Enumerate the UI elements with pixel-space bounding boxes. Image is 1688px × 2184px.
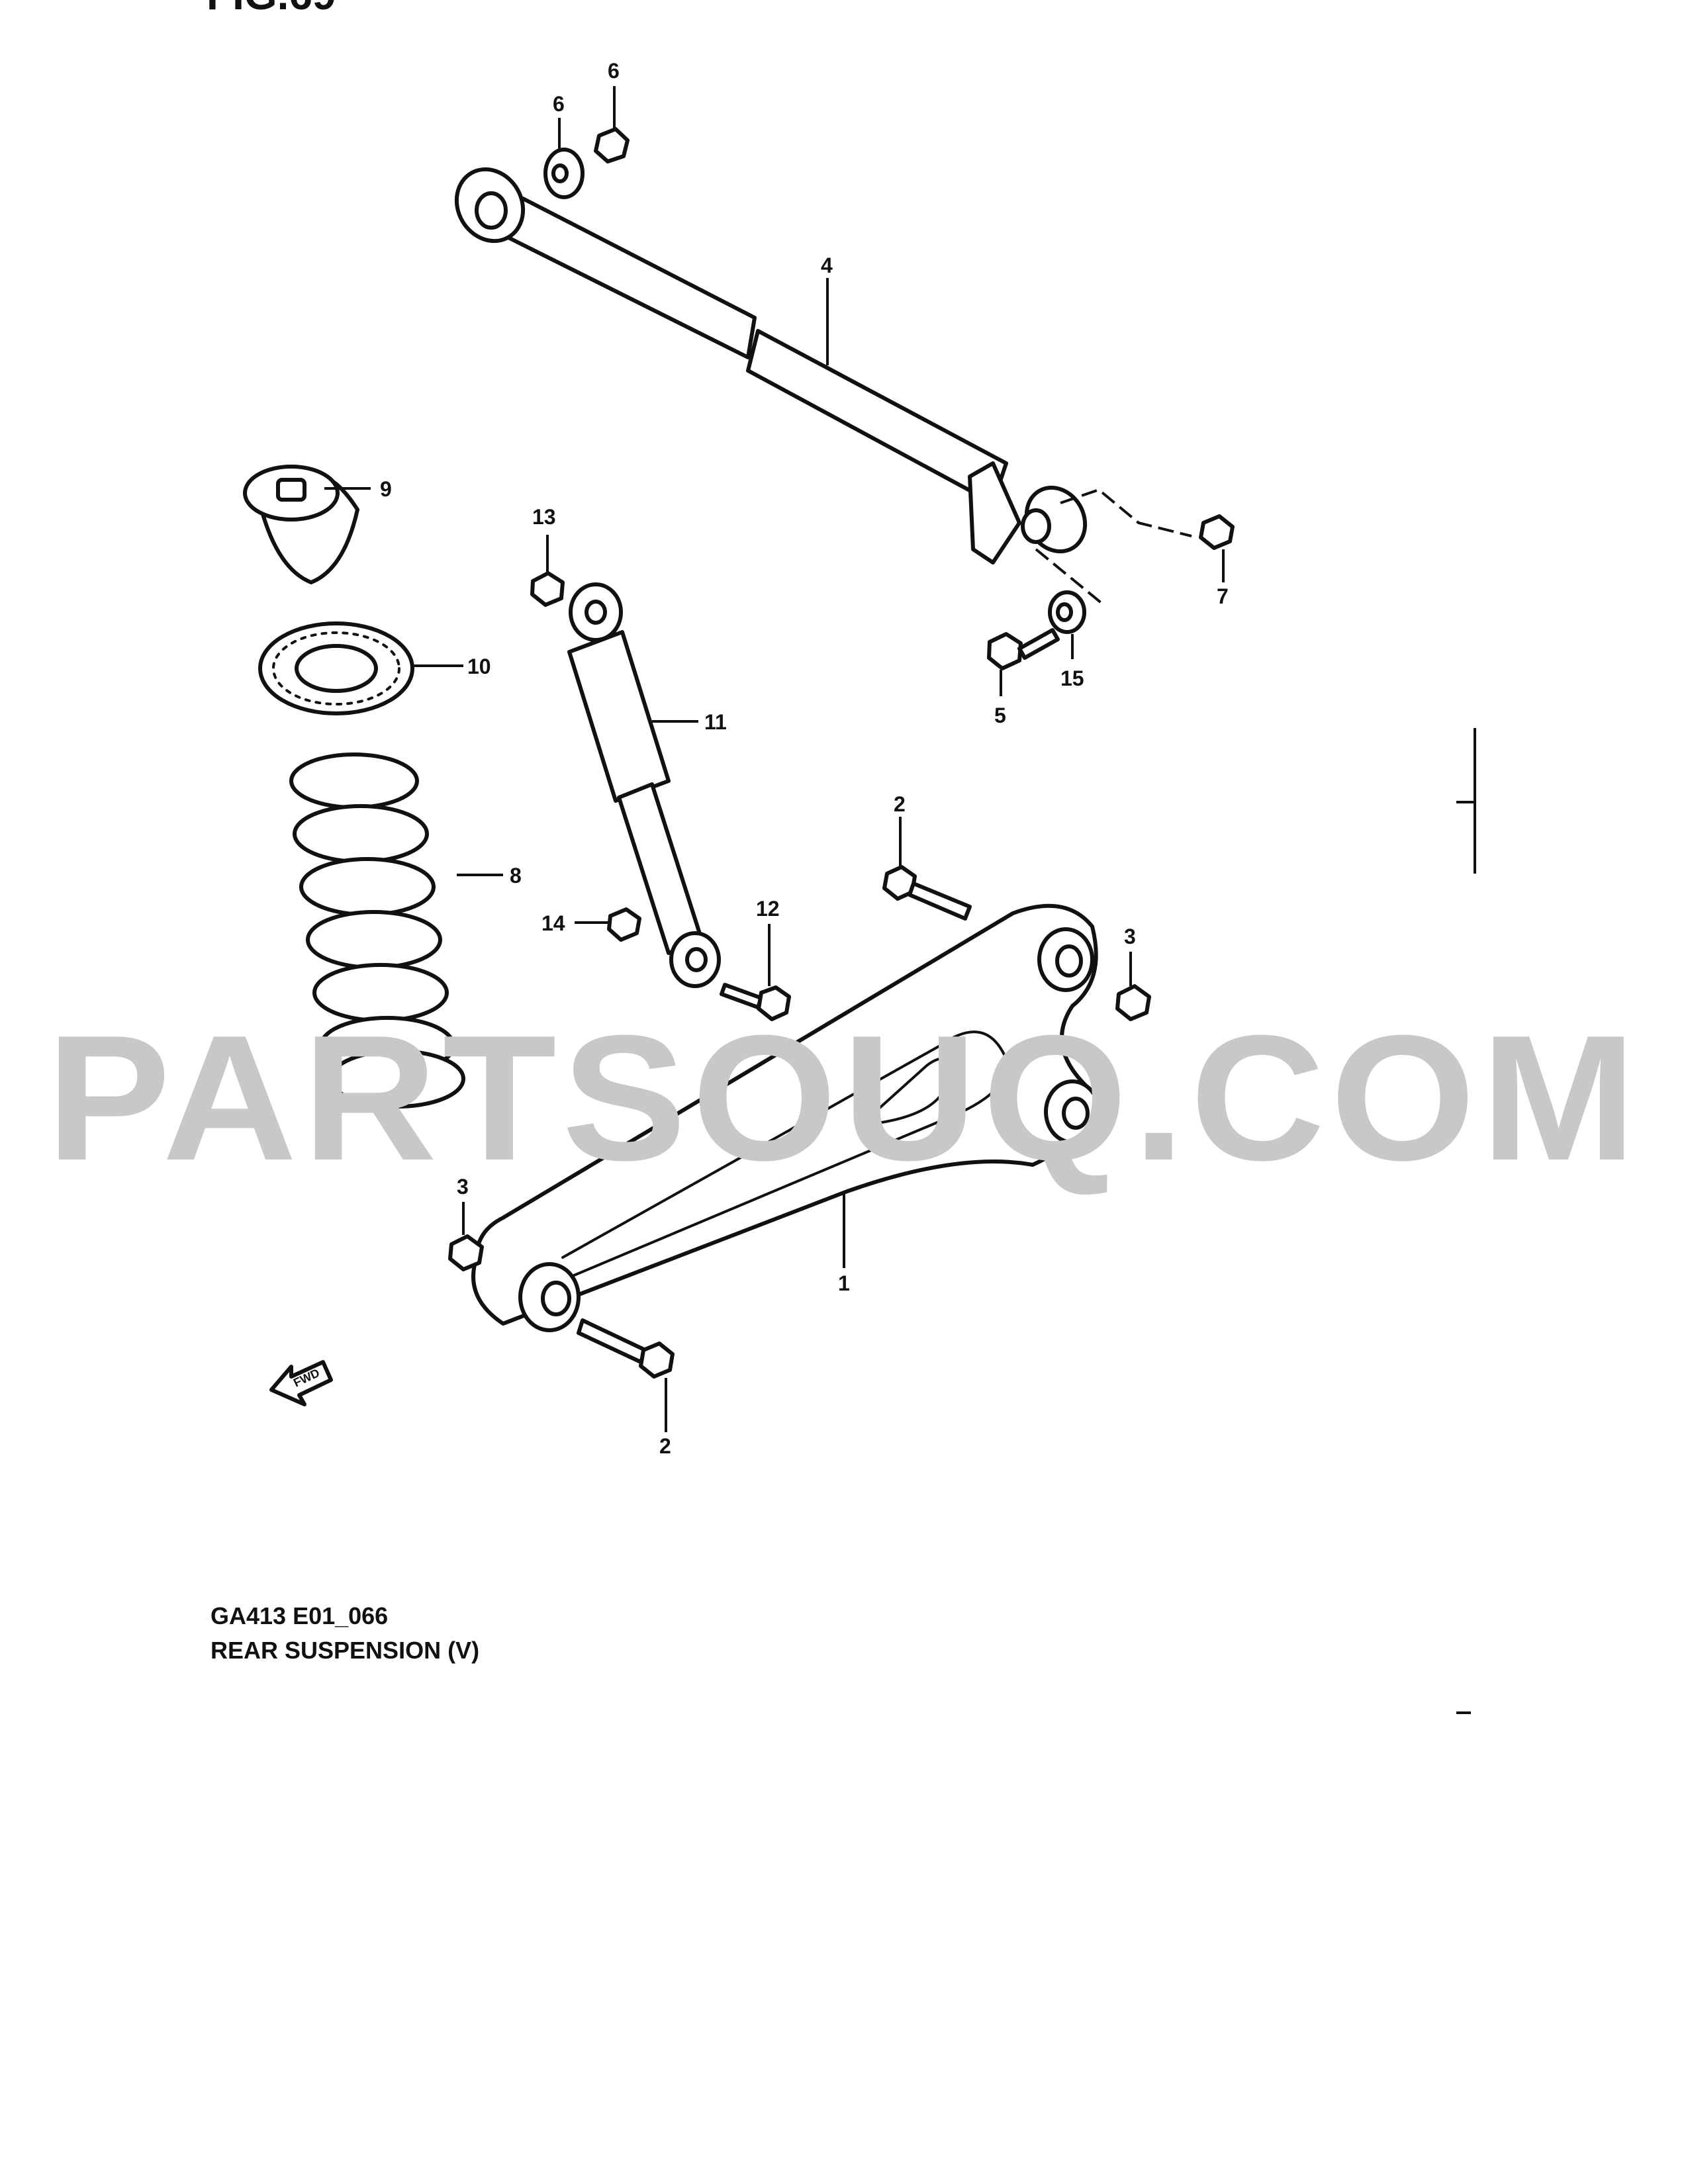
callout-1: 1 <box>838 1271 850 1295</box>
fwd-arrow-icon: FWD <box>269 1360 333 1406</box>
spring-seat-10[interactable] <box>258 621 414 715</box>
callout-7-right: 7 <box>1217 584 1229 608</box>
callout-14: 14 <box>541 911 565 935</box>
nut-3-right[interactable] <box>1115 984 1151 1021</box>
shock-absorber-11[interactable] <box>567 582 721 988</box>
callout-12: 12 <box>756 897 780 921</box>
rod-bushing-6[interactable] <box>543 148 585 199</box>
callout-15: 15 <box>1060 666 1084 690</box>
callout-4: 4 <box>821 253 833 277</box>
coil-spring-8[interactable] <box>289 752 465 1109</box>
callout-9: 9 <box>380 477 392 501</box>
caption-title: REAR SUSPENSION (V) <box>211 1637 479 1664</box>
bolt-12[interactable] <box>720 983 791 1021</box>
callout-6: 6 <box>553 92 565 116</box>
nut-14[interactable] <box>607 907 641 942</box>
bolt-2-top[interactable] <box>882 865 972 921</box>
figure-header: FIG.69 <box>207 0 336 19</box>
leader-lines <box>324 86 1225 1432</box>
callout-13: 13 <box>532 505 556 529</box>
callout-2-top: 2 <box>894 792 906 816</box>
lateral-rod[interactable] <box>444 158 1096 565</box>
callout-numbers: 6 6 4 7 15 5 9 10 8 11 13 14 12 2 3 3 1 … <box>380 59 1229 1458</box>
callout-3-right: 3 <box>1124 925 1136 948</box>
nut-3-left[interactable] <box>448 1234 484 1271</box>
callout-11: 11 <box>704 710 727 734</box>
washer-15[interactable] <box>1048 590 1086 634</box>
callout-5: 5 <box>994 704 1006 727</box>
nut-7-right[interactable] <box>1199 514 1235 550</box>
caption-code: GA413 E01_066 <box>211 1602 388 1629</box>
bolt-2-bottom[interactable] <box>577 1318 675 1379</box>
trailing-arm-1[interactable] <box>471 903 1101 1332</box>
callout-7-top: 6 <box>608 59 620 83</box>
bolt-5[interactable] <box>987 628 1060 670</box>
watermark: PARTSOUQ.COM <box>46 999 1642 1198</box>
callout-2-bottom: 2 <box>659 1434 671 1458</box>
callout-10: 10 <box>467 655 491 678</box>
nut-13[interactable] <box>530 571 565 607</box>
callout-3-left: 3 <box>457 1175 469 1199</box>
margin-marks <box>1456 728 1476 1714</box>
callout-8: 8 <box>510 864 522 887</box>
bump-stop-9[interactable] <box>243 465 359 584</box>
nut-7-top[interactable] <box>594 127 630 163</box>
